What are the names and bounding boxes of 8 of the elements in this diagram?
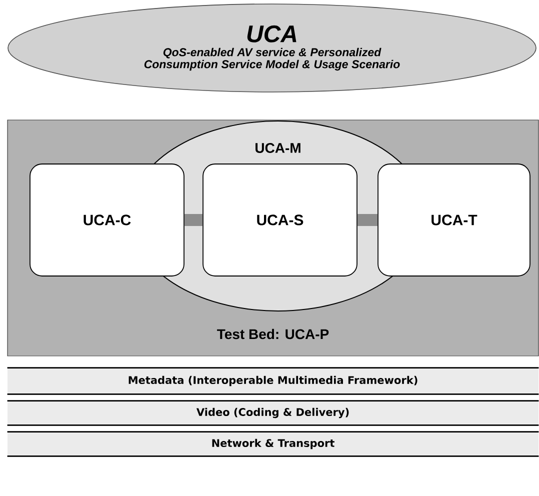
layer-band: Metadata (Interoperable Multimedia Framework) [7, 367, 539, 395]
connector-bar [184, 214, 203, 226]
component-box: UCA-T [378, 164, 530, 276]
layer-band: Video (Coding & Delivery) [7, 400, 539, 426]
component-box: UCA-C [30, 164, 184, 276]
component-box: UCA-S [202, 164, 358, 276]
layer-band: Network & Transport [7, 431, 539, 457]
connector-bar [357, 214, 378, 226]
